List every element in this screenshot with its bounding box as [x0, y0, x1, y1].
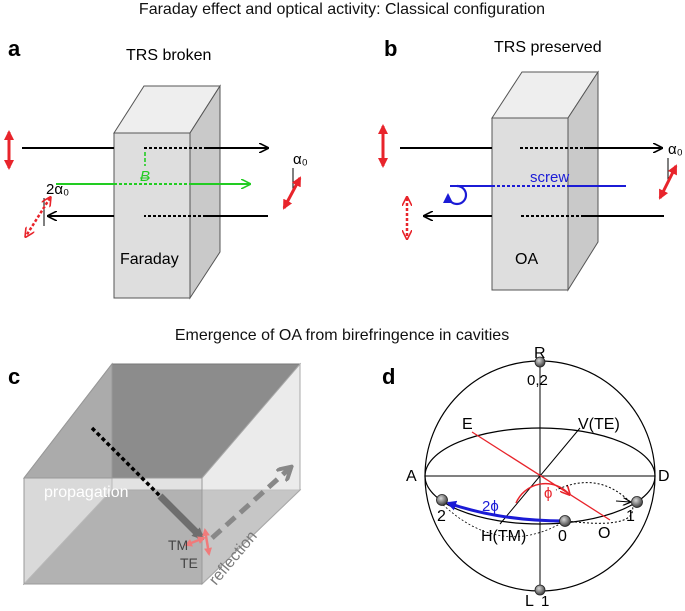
- label-h: H(TM): [481, 528, 526, 545]
- panel-b-letter: b: [384, 36, 397, 61]
- te-polarization-arrow: [202, 528, 212, 556]
- two-alpha0-label: 2α₀: [46, 181, 69, 198]
- cavity-box: [22, 362, 302, 586]
- alpha0-label-b: α₀: [668, 141, 683, 158]
- label-point-1: 1: [626, 508, 635, 525]
- te-label: TE: [180, 555, 198, 571]
- label-a: A: [406, 468, 417, 485]
- point-r: [534, 356, 546, 368]
- lower-dotted-arc: [439, 501, 566, 538]
- tm-label: TM: [168, 537, 188, 553]
- panel-a-title: TRS broken: [126, 47, 211, 64]
- label-r-sub: 0,2: [527, 372, 548, 389]
- dotted-path-arrow: [615, 501, 630, 502]
- label-e: E: [462, 416, 473, 433]
- label-point-0: 0: [558, 528, 567, 545]
- oa-box: [491, 70, 599, 292]
- label-r: R: [534, 345, 546, 362]
- faraday-box: [113, 84, 221, 300]
- output-polarization-arrow: [282, 176, 302, 210]
- panel-d: d ϕ 2ϕ R 0,2 L 1 A D E V(TE) H(TM) O: [382, 345, 670, 610]
- propagation-label: propagation: [44, 484, 129, 501]
- screw-rotation-icon: [443, 184, 468, 206]
- panel-b: b TRS preserved screw OA α₀: [378, 36, 683, 292]
- faraday-label: Faraday: [120, 251, 179, 268]
- phi-label: ϕ: [544, 485, 552, 502]
- panel-c: c propagation reflection TM TE: [8, 362, 302, 589]
- back-polarization-arrow: [26, 198, 50, 236]
- panel-a-letter: a: [8, 36, 21, 61]
- propagation-path-dotted: [90, 426, 162, 498]
- propagation-arrow: [157, 493, 205, 541]
- panel-a: a TRS broken B Faraday α₀: [4, 36, 308, 300]
- reflection-arrow: [210, 468, 290, 540]
- alpha0-label-a: α₀: [293, 151, 308, 168]
- screw-label: screw: [530, 169, 569, 186]
- oa-label: OA: [515, 251, 538, 268]
- point-0: [559, 515, 571, 527]
- rotated-axis: [471, 431, 611, 521]
- label-l: L: [525, 593, 534, 610]
- label-point-2: 2: [437, 508, 446, 525]
- panel-d-letter: d: [382, 364, 395, 389]
- tm-polarization-arrow: [184, 536, 206, 547]
- point-l: [534, 584, 546, 596]
- label-l-sub: 1: [541, 593, 549, 610]
- bottom-heading: Emergence of OA from birefringence in ca…: [175, 327, 509, 344]
- label-d: D: [658, 468, 670, 485]
- point-1: [631, 496, 643, 508]
- label-v: V(TE): [578, 416, 620, 433]
- label-o: O: [598, 525, 610, 542]
- phi-arc: [515, 482, 569, 504]
- point-2: [436, 494, 448, 506]
- top-heading: Faraday effect and optical activity: Cla…: [139, 1, 545, 18]
- panel-c-letter: c: [8, 364, 20, 389]
- two-phi-path: [446, 500, 566, 523]
- panel-b-title: TRS preserved: [494, 39, 602, 56]
- oa-output-polarization-arrow: [658, 164, 678, 200]
- two-phi-label: 2ϕ: [482, 498, 499, 515]
- b-field-label: B: [140, 168, 150, 185]
